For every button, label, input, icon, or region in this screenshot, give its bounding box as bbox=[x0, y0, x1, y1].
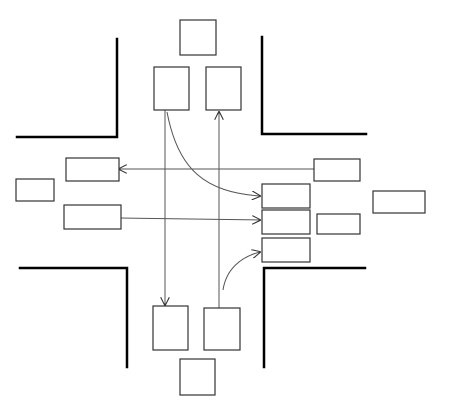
east-lane-2-box bbox=[261, 209, 311, 235]
west-eastbound-box bbox=[63, 204, 122, 230]
west-westbound-box bbox=[65, 157, 120, 182]
road-edge-southeast bbox=[262, 266, 367, 369]
flow-north-right-turn bbox=[166, 111, 260, 196]
east-lane-3-box bbox=[261, 237, 311, 263]
road-edge-northeast bbox=[260, 35, 368, 136]
north-southbound-box bbox=[153, 66, 190, 111]
flow-west-to-east bbox=[120, 218, 260, 220]
west-outer-box bbox=[15, 178, 55, 202]
road-edge-southwest bbox=[18, 266, 129, 369]
traffic-flows bbox=[119, 110, 314, 308]
south-northbound-box bbox=[203, 307, 241, 351]
road-edge-northwest bbox=[15, 37, 119, 139]
north-outer-box bbox=[179, 19, 217, 56]
south-outer-box bbox=[179, 358, 216, 396]
east-outer-box bbox=[372, 190, 426, 214]
east-side-small-box bbox=[316, 213, 361, 235]
road-edges bbox=[15, 35, 368, 369]
north-northbound-box bbox=[205, 66, 242, 111]
east-lane-1-box bbox=[261, 183, 311, 209]
flow-south-right-turn bbox=[222, 252, 260, 291]
south-southbound-box bbox=[152, 305, 189, 351]
lane-boxes bbox=[15, 19, 426, 396]
east-westbound-box bbox=[313, 158, 361, 182]
